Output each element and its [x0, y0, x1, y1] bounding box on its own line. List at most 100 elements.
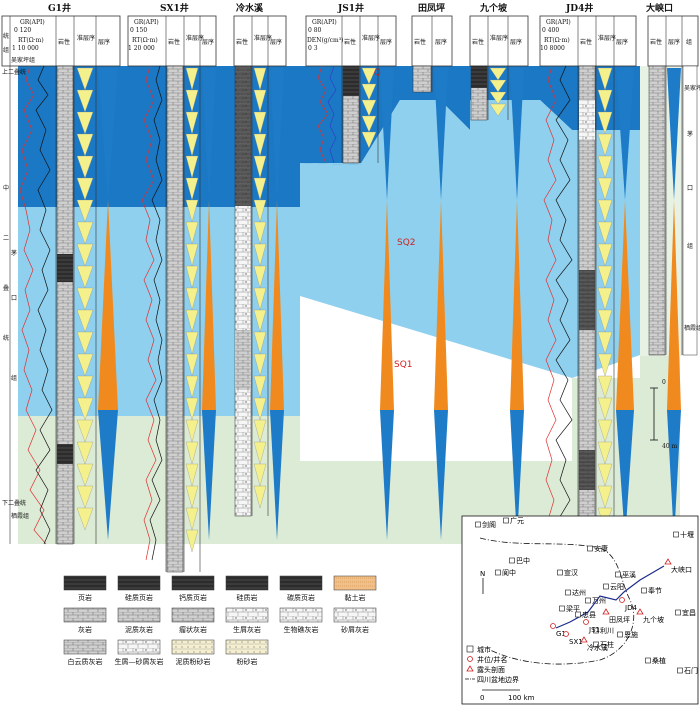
map-city-marker	[585, 597, 591, 604]
jgp-parasequence	[489, 91, 507, 105]
lsx-parasequence	[253, 485, 267, 509]
sx1-parasequence	[185, 133, 199, 157]
g1-parasequence	[76, 265, 94, 289]
g1-strat-die: 叠	[3, 285, 9, 292]
dxk-fm-kou: 口	[687, 185, 693, 192]
sx1-parasequence	[185, 199, 199, 223]
map-city-marker	[593, 627, 599, 634]
sx1-rt-range: 1 20 000	[128, 45, 155, 52]
map-city-label: 利川	[600, 626, 614, 635]
g1-parasequence	[76, 331, 94, 355]
lsx-parasequence	[253, 353, 267, 377]
lsx-parasequence	[253, 243, 267, 267]
legend-label-bioclastic-calcarenite: 生屑—砂屑灰岩	[115, 657, 164, 666]
g1-parasequence	[76, 485, 94, 509]
sequence-triangle-rising	[380, 200, 394, 410]
map-city-marker	[677, 667, 683, 674]
sx1-parasequence	[185, 485, 199, 509]
dxk-col-seq: 层序	[668, 38, 680, 46]
well-title-jgp: 九个坡	[479, 2, 508, 14]
sequence-triangle-falling	[380, 68, 394, 200]
jd4-parasequence	[597, 243, 613, 267]
jd4-parasequence	[597, 133, 613, 157]
g1-strat-zu: 组	[11, 374, 17, 382]
sequence-triangle-falling	[510, 68, 524, 200]
well-title-sx1: SX1井	[160, 2, 189, 14]
sq1-label: SQ1	[394, 360, 413, 370]
sequence-triangle-falling	[270, 68, 284, 200]
lsx-parasequence	[253, 111, 267, 135]
lsx-parasequence	[253, 221, 267, 245]
js1-den-curve	[327, 65, 337, 164]
jd4-col-seq: 层序	[616, 38, 628, 46]
sx1-gr-label: GR(API)	[134, 19, 159, 26]
map-city-marker	[593, 641, 599, 648]
g1-col-para: 准层序	[77, 34, 95, 42]
legend-swatch-siltstone	[225, 639, 269, 655]
js1-col-lith: 岩性	[344, 38, 356, 46]
legend-swatch-nodular-limestone	[171, 607, 215, 623]
g1-parasequence	[76, 111, 94, 135]
jd4-parasequence	[597, 67, 613, 91]
jgp-col-lith: 岩性	[472, 38, 484, 46]
sx1-rt-label: RT(Ω·m)	[132, 37, 158, 44]
tfp-col-lith: 岩性	[414, 38, 426, 46]
sx1-parasequence	[185, 375, 199, 399]
sequence-triangle-rising	[270, 200, 284, 410]
legend-label-claystone: 黏土岩	[345, 593, 366, 602]
map-city-marker	[615, 571, 621, 578]
g1-parasequence	[76, 375, 94, 399]
sequence-triangle-falling	[434, 68, 448, 200]
map-city-marker	[475, 521, 481, 528]
well-title-tfp: 田凤坪	[418, 2, 445, 14]
g1-parasequence	[76, 507, 94, 531]
dxk-fm-wjp: 吴家坪组	[684, 84, 700, 92]
g1-well: 统 组 GR(API) 0 120 RT(Ω·m) 1 10 000 岩性 准层…	[1, 15, 121, 545]
sx1-parasequence	[185, 221, 199, 245]
legend-label-carbonaceous-shale: 碳质页岩	[287, 593, 315, 602]
g1-rt-label: RT(Ω·m)	[18, 37, 44, 44]
map-city-marker	[559, 605, 565, 612]
sequence-triangle-falling	[98, 68, 118, 200]
sx1-parasequence	[185, 287, 199, 311]
legend-label-nodular-limestone: 瘤状灰岩	[179, 625, 207, 634]
legend-swatch-dolomitic-limestone	[63, 639, 107, 655]
g1-strat-header-1: 组	[3, 46, 9, 54]
js1-gr-range: 0 80	[308, 27, 322, 34]
map-scale-end: 100 km	[508, 694, 535, 702]
sequence-triangle-falling	[202, 68, 216, 200]
map-city-label: 万州	[592, 597, 606, 605]
legend-label-bioclastic-limestone: 生屑灰岩	[233, 625, 261, 634]
js1-well: GR(API) 0 80 DEN(g/cm³) 0 3 岩性 准层序 层序	[305, 15, 397, 164]
map-city-label: 石柱	[600, 640, 614, 649]
map-city-marker	[509, 557, 515, 564]
lsx-parasequence	[253, 265, 267, 289]
dxk-fm-mao: 茅	[687, 130, 693, 138]
jd4-col-lith: 岩性	[580, 38, 592, 46]
map-legend-outcrop: 露头剖面	[477, 665, 505, 674]
g1-parasequence	[76, 89, 94, 113]
map-city-label: 安康	[594, 544, 608, 553]
legend-label-argillaceous-limestone: 泥质灰岩	[125, 625, 153, 634]
jgp-col-para: 准层序	[490, 34, 508, 42]
map-city-marker	[603, 583, 609, 590]
map-city-label: 桑植	[652, 656, 666, 665]
jgp-parasequence	[489, 67, 507, 81]
map-well-marker	[563, 631, 569, 637]
map-scale: 0 100 km	[480, 689, 535, 702]
g1-strat-qx: 栖霞组	[11, 512, 29, 520]
sx1-parasequence	[185, 243, 199, 267]
well-title-js1: JS1井	[337, 2, 364, 14]
g1-strat-header-0: 统	[3, 32, 9, 40]
jd4-parasequence	[597, 441, 613, 465]
g1-strat-labels: 上二叠统 吴家坪组 中 二 叠 统 茅 口 组 下二叠统 栖霞组	[2, 56, 35, 520]
jgp-parasequence	[489, 79, 507, 93]
g1-parasequence	[76, 199, 94, 223]
sequence-triangle-falling	[202, 410, 216, 540]
legend-swatch-shale	[63, 575, 107, 591]
map-well-label: 冷水溪	[587, 643, 608, 652]
lsx-col-seq: 层序	[270, 38, 282, 46]
g1-parasequence	[76, 287, 94, 311]
legend-label-dolomitic-limestone: 白云质灰岩	[68, 657, 103, 666]
map-well-label: 田凤坪	[609, 616, 630, 624]
